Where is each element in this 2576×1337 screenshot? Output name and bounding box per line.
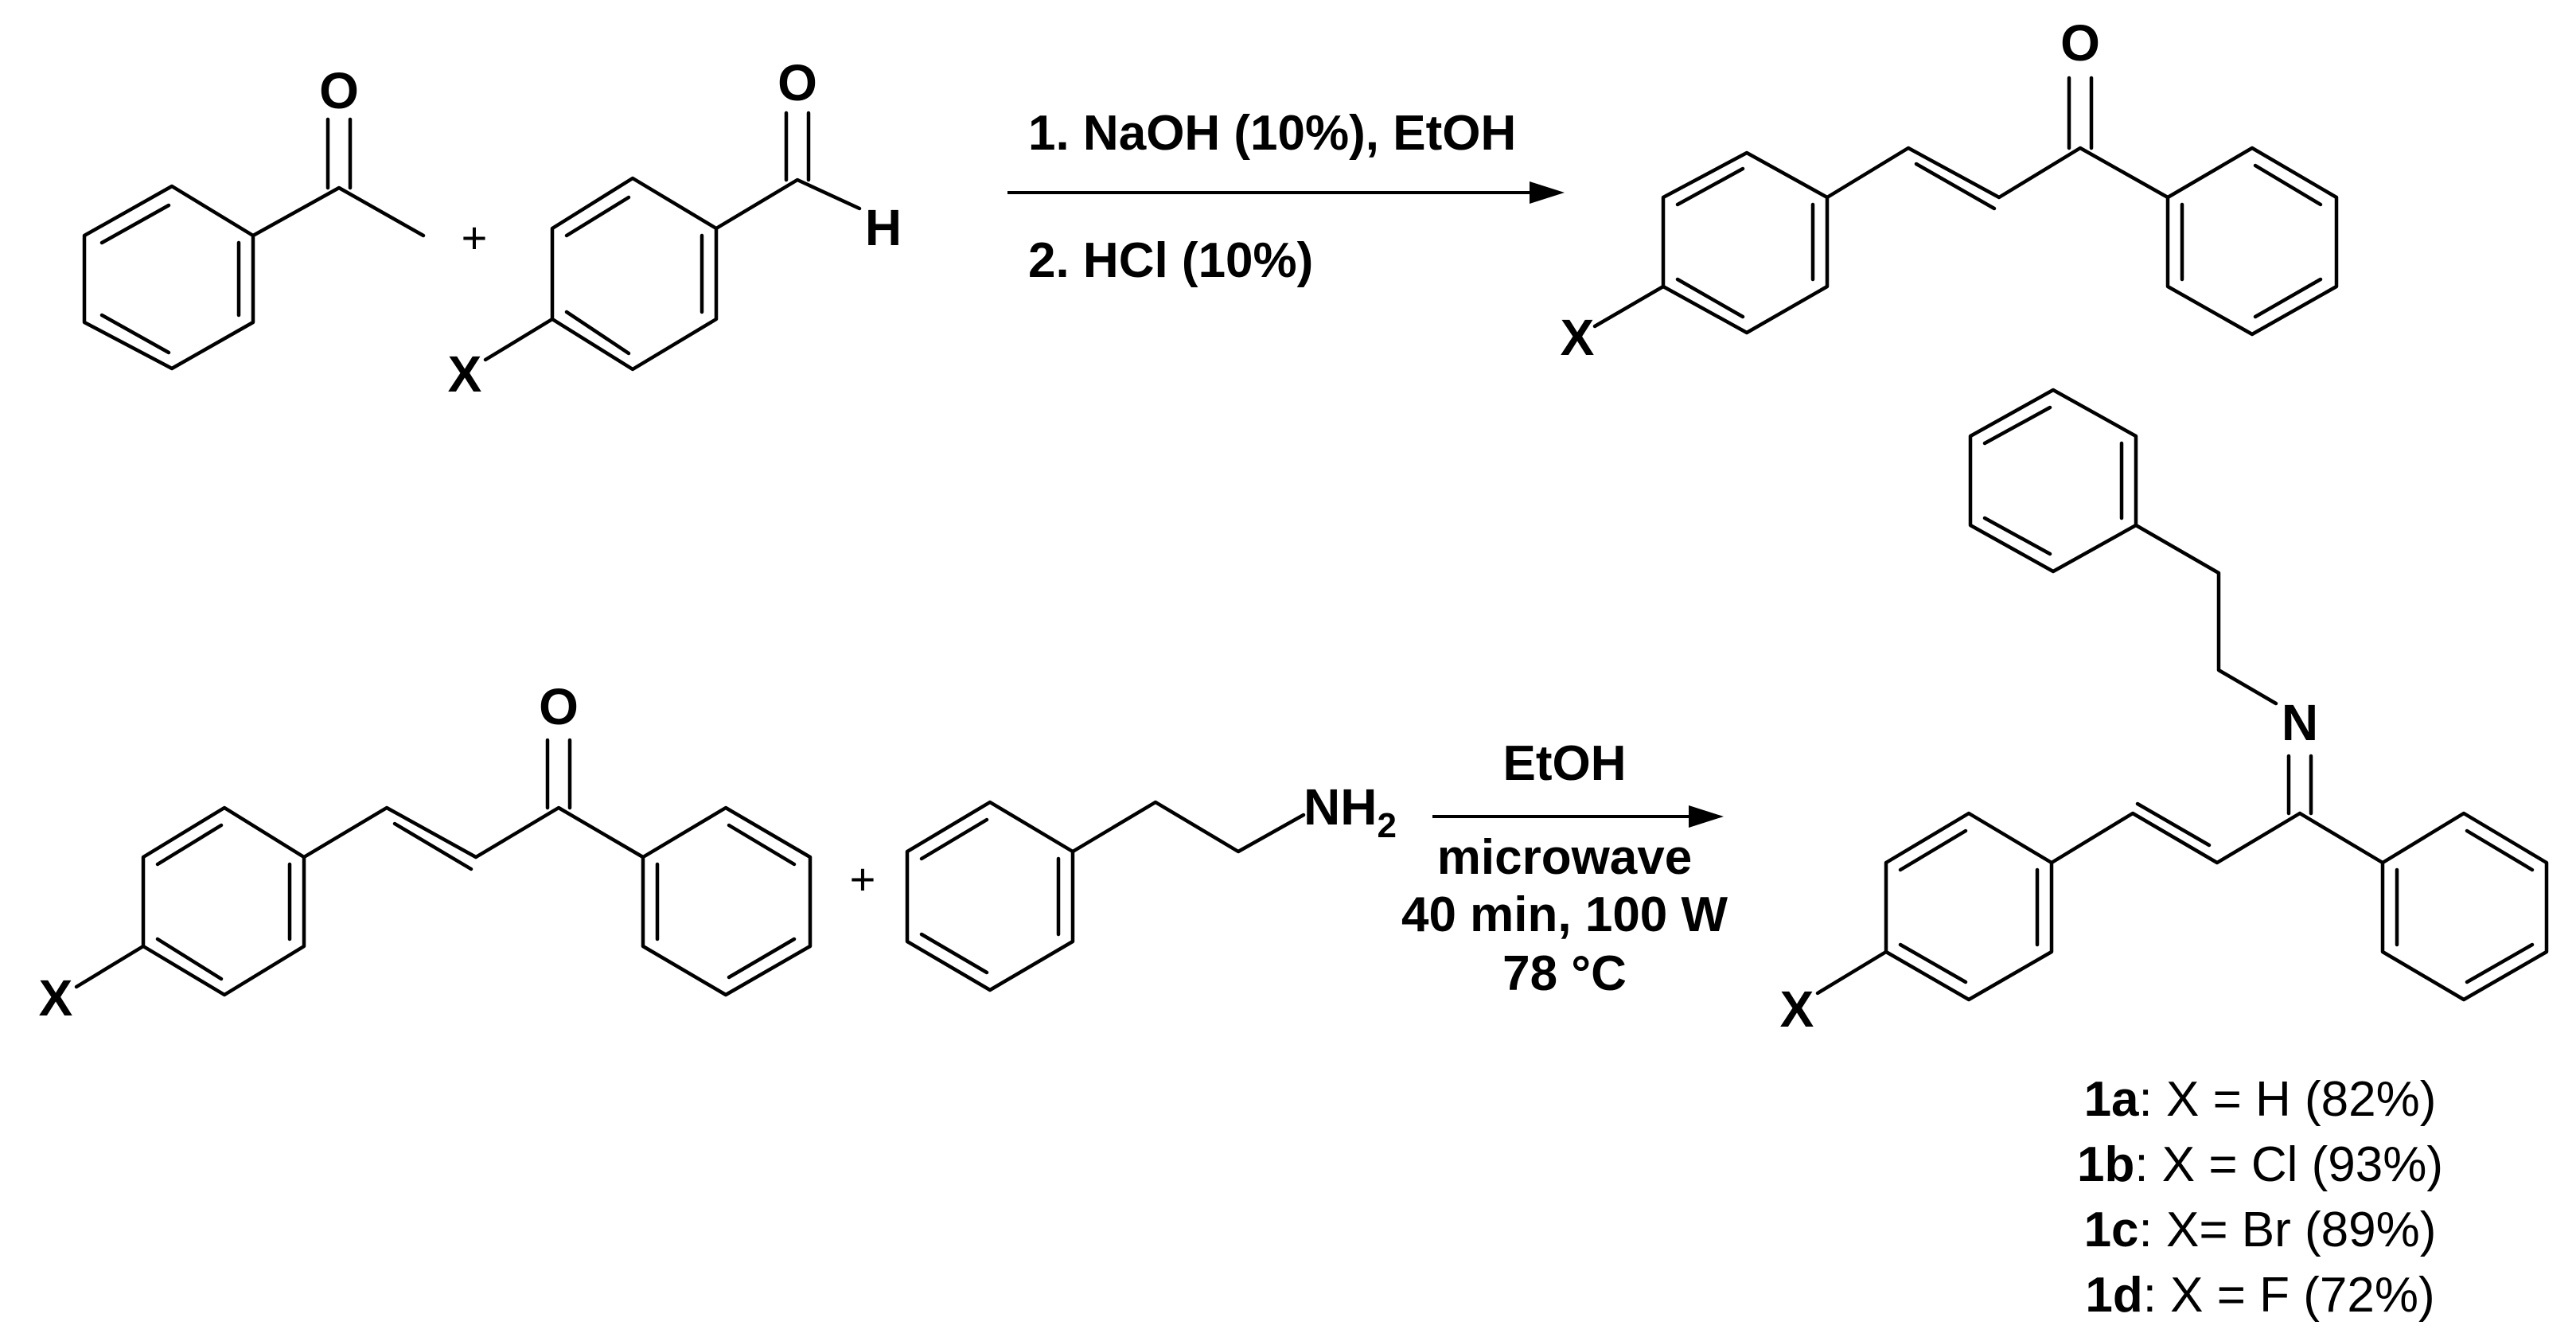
compound-1c-text: : X= Br (89%): [2139, 1203, 2437, 1257]
aldehyde-hydrogen: H: [865, 199, 902, 256]
imine-aryl-ring: [1884, 811, 2054, 1002]
imine-phenyl-ring-inner-bonds: [2395, 828, 2535, 984]
imine-aryl-ring-inner-bonds: [1898, 828, 2040, 984]
reaction-2-condition-top: EtOH: [1503, 736, 1627, 791]
benzaldehyde-x-bond: [483, 317, 555, 362]
chalcone-reactant-structure: X O: [39, 678, 813, 1027]
chalcone-oxygen: O: [2060, 14, 2100, 72]
benzaldehyde-ring-inner-bonds: [564, 195, 704, 356]
imine-alkene-chain: [2049, 811, 2302, 865]
compound-1a: 1a: X = H (82%): [2084, 1072, 2437, 1127]
imine-nitrogen: N: [2282, 694, 2318, 751]
compound-1b-id: 1b: [2077, 1137, 2134, 1192]
benzaldehyde-oxygen: O: [777, 54, 817, 111]
plus-sign-2: +: [850, 854, 876, 904]
acetophenone-ring: [82, 184, 255, 371]
amine-nitrogen-group: NH2: [1304, 778, 1397, 845]
imine-product-structure: N X: [1780, 388, 2549, 1038]
imine-ethyl-chain: [2134, 523, 2278, 706]
chalcone-product-structure: X O: [1561, 14, 2339, 366]
compound-1c-id: 1c: [2084, 1203, 2139, 1257]
compound-list: 1a: X = H (82%) 1b: X = Cl (93%) 1c: X= …: [2077, 1072, 2443, 1323]
compound-1b-text: : X = Cl (93%): [2134, 1137, 2443, 1192]
phenethylamine-ring-inner-bonds: [919, 817, 1061, 975]
phenethylamine-chain: [1070, 800, 1306, 854]
compound-1c: 1c: X= Br (89%): [2084, 1203, 2437, 1257]
chalcone-enone-chain: [1825, 146, 2170, 200]
acetophenone-carbonyl-bond: [325, 117, 353, 190]
benzaldehyde-side-chain: [714, 177, 862, 231]
chalcone-reactant-enone-chain: [302, 805, 645, 860]
arrow-2-head: [1689, 805, 1724, 828]
compound-1d-id: 1d: [2085, 1268, 2142, 1323]
plus-sign-1: +: [462, 212, 488, 263]
chalcone-carbonyl-bond: [2067, 76, 2094, 150]
arrow-1-head: [1530, 181, 1565, 204]
chalcone-reactant-benzoyl-ring: [641, 805, 813, 997]
chalcone-reactant-carbonyl-bond: [545, 738, 572, 810]
compound-1a-id: 1a: [2084, 1072, 2139, 1127]
acetophenone-ring-inner-bonds: [99, 203, 241, 355]
acetophenone-oxygen: O: [319, 62, 359, 119]
chalcone-reactant-x-bond: [74, 944, 146, 989]
chalcone-reactant-aryl-ring: [141, 805, 306, 997]
reaction-2-condition-time-power: 40 min, 100 W: [1401, 887, 1728, 942]
benzaldehyde-carbonyl-bond: [784, 111, 811, 182]
phenethylamine-structure: NH2: [905, 778, 1397, 992]
chalcone-reactant-substituent-x: X: [39, 969, 73, 1027]
acetophenone-side-chain: [251, 185, 426, 238]
chalcone-reactant-oxygen: O: [539, 678, 579, 735]
reaction-1-condition-bottom: 2. HCl (10%): [1028, 233, 1313, 288]
phenethylamine-ring: [905, 800, 1075, 992]
chalcone-alkene-second-bond: [1914, 162, 1997, 211]
acetophenone-structure: O: [82, 62, 426, 371]
chalcone-aryl-ring-inner-bonds: [1675, 166, 1815, 319]
imine-x-bond: [1815, 949, 1888, 996]
chalcone-x-bond: [1592, 284, 1666, 329]
imine-top-phenyl-ring-inner-bonds: [1982, 405, 2124, 556]
amine-nh: NH: [1304, 778, 1377, 836]
imine-cn-double-bond: [2286, 754, 2313, 816]
chalcone-reactant-alkene-second-bond: [392, 821, 474, 871]
chalcone-reactant-aryl-ring-inner-bonds: [155, 823, 292, 981]
chalcone-reactant-benzoyl-ring-inner-bonds: [655, 823, 797, 980]
imine-alkene-second-bond: [2135, 801, 2212, 848]
compound-1d-text: : X = F (72%): [2143, 1268, 2435, 1323]
reaction-2-condition-temperature: 78 °C: [1502, 946, 1627, 1001]
reaction-2-condition-microwave: microwave: [1437, 830, 1693, 885]
compound-1b: 1b: X = Cl (93%): [2077, 1137, 2443, 1192]
amine-subscript-2: 2: [1377, 806, 1396, 845]
reaction-arrow-2: EtOH microwave 40 min, 100 W 78 °C: [1401, 736, 1728, 1001]
imine-phenyl-ring: [2297, 811, 2549, 1002]
reaction-1-condition-top: 1. NaOH (10%), EtOH: [1028, 106, 1516, 161]
imine-top-phenyl-ring: [1968, 388, 2138, 574]
compound-1a-text: : X = H (82%): [2139, 1072, 2437, 1127]
benzaldehyde-structure: O H X: [448, 54, 902, 403]
reaction-arrow-1: 1. NaOH (10%), EtOH 2. HCl (10%): [1007, 106, 1565, 288]
benzaldehyde-substituent-x: X: [448, 345, 482, 403]
imine-substituent-x: X: [1780, 980, 1814, 1038]
benzaldehyde-ring: [550, 176, 719, 372]
chalcone-benzoyl-ring: [2165, 146, 2339, 337]
chalcone-substituent-x: X: [1561, 309, 1595, 366]
compound-1d: 1d: X = F (72%): [2085, 1268, 2434, 1323]
chalcone-benzoyl-ring-inner-bonds: [2180, 163, 2323, 319]
chalcone-aryl-ring: [1661, 150, 1830, 335]
